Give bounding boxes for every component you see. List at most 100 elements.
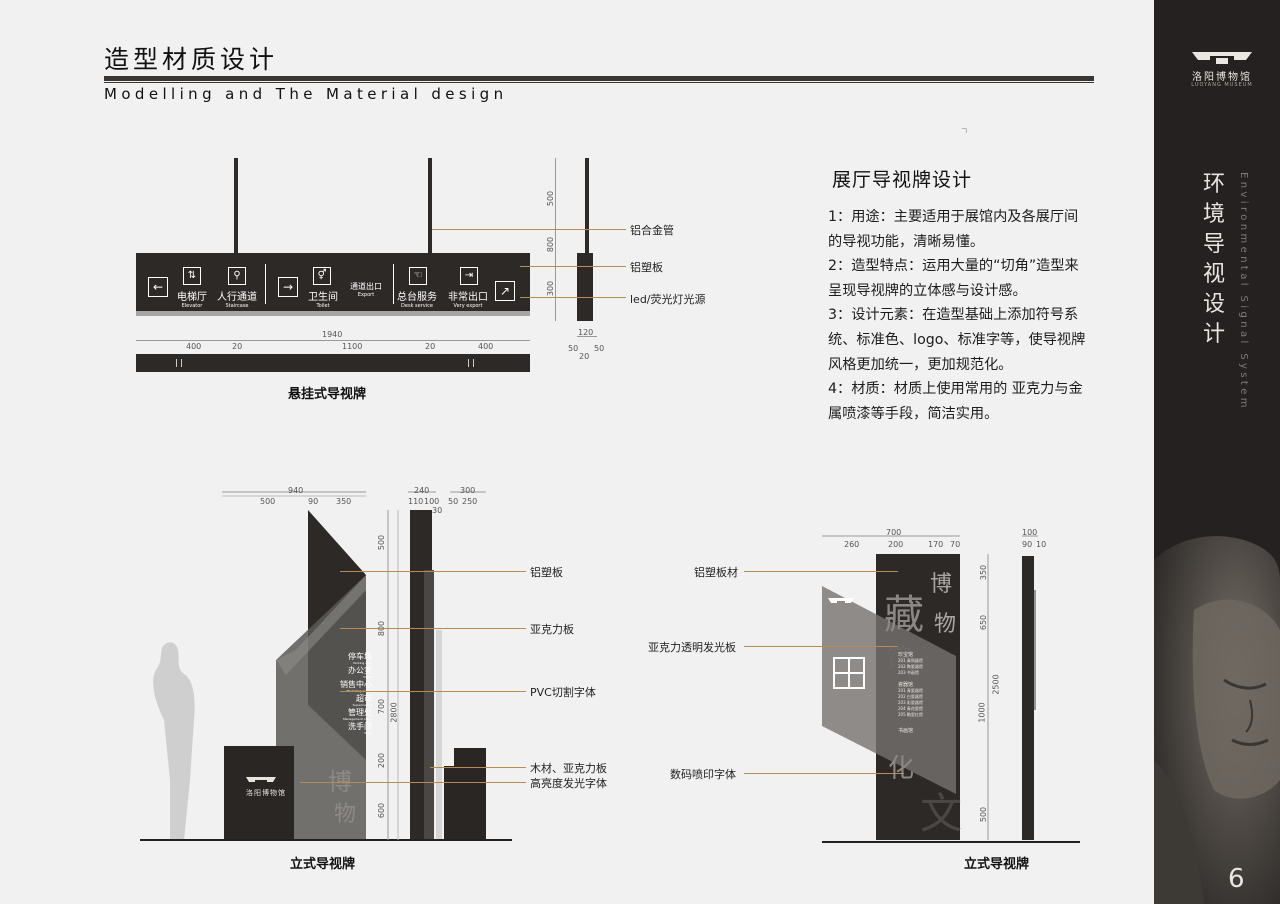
dimension-label: 20 [232, 342, 243, 351]
standing-sign-a-drawing: 停车场 Parking area 办公室 Office 销售中心 Marketi… [136, 480, 516, 850]
dimension-label: 20 [425, 342, 436, 351]
emergency-exit-icon: ⇥ [460, 267, 478, 285]
dimension-label: 350 [336, 497, 352, 506]
dimension-label: 200 [888, 540, 904, 549]
logo-subtitle: LUOYANG MUSEUM [1191, 82, 1253, 88]
desk-service-icon: ☜ [409, 267, 427, 285]
standing-sign-b-drawing: 藏 博 物 馆 化 文 珍宝馆 201 青铜器馆 202 陶瓷器馆 203 书画… [816, 526, 1086, 852]
dimension-label: 500 [979, 806, 989, 823]
leader-line [430, 767, 526, 768]
dimension-label: 940 [288, 486, 304, 495]
sign-entry: 卫生间 Toilet [308, 292, 338, 309]
leader-line [340, 691, 526, 692]
hanging-rod [428, 158, 432, 254]
sign-entry: 非常出口 Very export [448, 292, 488, 309]
leader-line [520, 266, 626, 267]
dimension-label: 2800 [389, 702, 399, 723]
leader-line [520, 297, 626, 298]
arrow-left-icon: ← [148, 277, 168, 297]
directory-item: 管理处 [348, 708, 372, 717]
dimension-label: 400 [478, 342, 494, 351]
description-item: 3：设计元素：在造型基础上添加符号系统、标准色、logo、标准字等，使导视牌风格… [828, 307, 1086, 373]
dimension-label: 50 [568, 344, 579, 353]
leader-line [340, 571, 526, 572]
label-glow: 高亮度发光字体 [530, 777, 607, 790]
hanging-sign-caption: 悬挂式导视牌 [288, 387, 367, 402]
dimension-line [577, 336, 597, 337]
dimension-label: 400 [186, 342, 202, 351]
dimension-line [555, 158, 556, 321]
standing-sign-a-graphic [140, 491, 512, 841]
sign-entry: 通道出口 Export [350, 282, 382, 298]
dimension-label: 700 [886, 528, 902, 537]
sign-divider [393, 264, 394, 304]
description-item: 1：用途：主要适用于展馆内及各展厅间的导视功能，清晰易懂。 [828, 209, 1079, 250]
char-decor: 物 [334, 802, 357, 827]
leader-line [744, 646, 898, 647]
hanging-board [136, 253, 530, 311]
char-decor: 博 [328, 768, 352, 796]
side-view-rod [585, 158, 589, 254]
dimension-label: 100 [1022, 528, 1038, 537]
front-box-logo-text: 洛阳博物馆 [246, 789, 286, 797]
page-number: 6 [1228, 864, 1245, 894]
char-decor: 文 [920, 789, 963, 838]
arrow-up-right-icon: ↗ [495, 281, 515, 301]
dimension-label: 650 [979, 614, 989, 631]
directory-item-en: Supermarket [352, 703, 372, 707]
top-view-board [136, 354, 530, 372]
museum-logo-icon [1192, 52, 1252, 64]
directory-item-en: Office [363, 675, 372, 679]
panel-directory: 珍宝馆 201 青铜器馆 202 陶瓷器馆 203 书画馆 瓷器馆 201 青瓷… [898, 652, 923, 734]
label-board: 铝塑板材 [694, 566, 738, 579]
standing-sign-a-caption: 立式导视牌 [290, 857, 356, 872]
dimension-label: 240 [414, 486, 430, 495]
leader-line [340, 628, 526, 629]
leader-line [432, 229, 626, 230]
toilet-icon: ⚥ [313, 267, 331, 285]
directory-item: 洗手间 [348, 722, 372, 731]
sign-divider [265, 264, 266, 304]
label-pvc: PVC切割字体 [530, 686, 596, 699]
dimension-label: 600 [377, 802, 387, 819]
logo-text: 洛阳博物馆 [1192, 72, 1252, 83]
directory-item: 超市 [356, 694, 372, 703]
description: 1：用途：主要适用于展馆内及各展厅间的导视功能，清晰易懂。 2：造型特点：运用大… [828, 205, 1092, 426]
leader-line [744, 773, 904, 774]
hanging-board-light-strip [136, 311, 530, 316]
title-rule-thin [104, 82, 1094, 83]
standing-sign-b-graphic [822, 535, 1080, 843]
dimension-label: 10 [1036, 540, 1047, 549]
leader-line [300, 782, 526, 783]
dimension-label: 200 [377, 752, 387, 769]
dimension-label: 170 [928, 540, 944, 549]
dimension-label: 300 [460, 486, 476, 495]
dimension-label: 250 [462, 497, 478, 506]
dimension-line [136, 340, 530, 341]
dimension-label: 90 [308, 497, 319, 506]
dimension-label: 800 [546, 236, 556, 253]
sign-entry: 电梯厅 Elevator [177, 292, 207, 309]
dimension-label: 300 [546, 280, 556, 297]
char-decor: 物 [934, 612, 957, 637]
dimension-label: 700 [377, 698, 387, 715]
label-print: 数码喷印字体 [670, 768, 736, 781]
dimension-label: 260 [844, 540, 860, 549]
sidebar [1154, 0, 1280, 904]
label-board: 铝塑板 [630, 261, 663, 274]
staircase-icon: ⚲ [228, 267, 246, 285]
label-acrylic: 亚克力透明发光板 [648, 641, 736, 654]
corner-mark-icon: ㄱ [960, 127, 969, 137]
char-decor: 藏 [884, 592, 924, 638]
char-decor: 馆 [886, 644, 913, 674]
dimension-label: 50 [594, 344, 605, 353]
directory-item: 停车场 [348, 652, 372, 661]
label-light: led/荧光灯光源 [630, 293, 706, 306]
dimension-label: 100 [424, 497, 440, 506]
dimension-label: 50 [448, 497, 459, 506]
label-acrylic: 亚克力板 [530, 623, 574, 636]
sidebar-vertical-title: 环 境 导 视 设 计 [1202, 172, 1225, 347]
museum-logo-icon [246, 777, 276, 782]
page-subtitle: Modelling and The Material design [104, 85, 508, 103]
directory-item-en: Management office [343, 717, 372, 721]
